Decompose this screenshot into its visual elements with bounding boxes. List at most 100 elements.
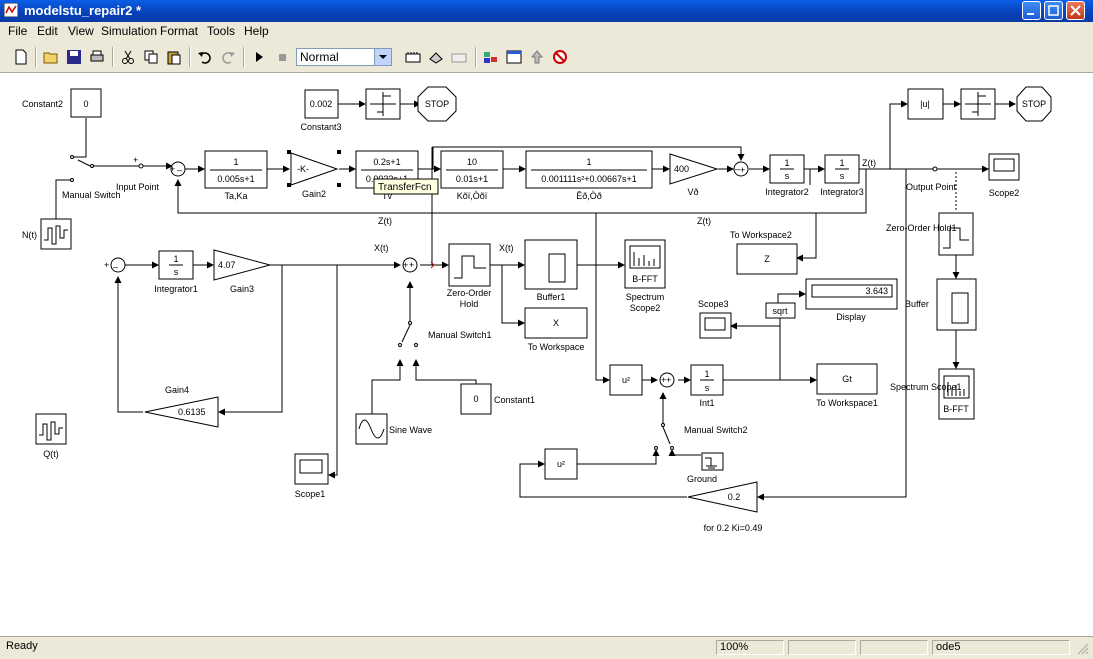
ground-block[interactable]: Ground	[687, 452, 724, 484]
svg-text:u²: u²	[557, 459, 565, 469]
debug-icon[interactable]	[552, 49, 568, 65]
maximize-button[interactable]	[1044, 1, 1063, 20]
buffer-icon	[951, 292, 969, 324]
menu-edit[interactable]: Edit	[37, 24, 58, 38]
stop-simulation-icon[interactable]	[274, 49, 290, 65]
minimize-button[interactable]	[1022, 1, 1041, 20]
ta-ka-transfer-fcn[interactable]: 1 0.005s+1 Ta,Ka	[204, 150, 268, 201]
copy-icon[interactable]	[143, 49, 159, 65]
menu-bar: File Edit View Simulation Format Tools H…	[0, 22, 1093, 41]
display-block[interactable]: 3.643 Display	[805, 278, 898, 322]
status-text: Ready	[6, 640, 38, 652]
library-browser-icon[interactable]	[483, 49, 499, 65]
menu-view[interactable]: View	[68, 24, 94, 38]
sine-wave-block[interactable]: Sine Wave	[355, 413, 432, 445]
sum4-block[interactable]: ++	[402, 257, 435, 273]
redo-icon[interactable]	[220, 49, 236, 65]
relay-icon	[370, 92, 396, 116]
new-file-icon[interactable]	[13, 49, 29, 65]
menu-file[interactable]: File	[8, 24, 28, 38]
svg-text:To Workspace1: To Workspace1	[816, 398, 878, 408]
incremental-build-icon[interactable]	[451, 49, 467, 65]
spectrum-scope2-block[interactable]: B-FFT Spectrum Scope2	[624, 239, 666, 313]
integrator1-block[interactable]: 1 s Integrator1	[154, 250, 198, 294]
buffer-icon	[548, 253, 566, 283]
menu-help[interactable]: Help	[244, 24, 269, 38]
build-icon[interactable]	[405, 49, 421, 65]
paste-icon[interactable]	[166, 49, 182, 65]
vd-gain-block[interactable]: 400 Vð	[669, 153, 719, 197]
status-field-3	[860, 640, 928, 655]
close-button[interactable]	[1066, 1, 1085, 20]
buffer-block[interactable]: Buffer	[905, 278, 977, 331]
gain3-block[interactable]: 4.07 Gain3	[213, 249, 272, 294]
cut-icon[interactable]	[120, 49, 136, 65]
noise-source-block[interactable]: N(t)	[22, 218, 72, 250]
sum3-block[interactable]: +–	[104, 257, 126, 273]
integrator3-block[interactable]: 1 s Integrator3	[820, 154, 864, 197]
start-simulation-icon[interactable]	[251, 49, 267, 65]
svg-text:STOP: STOP	[425, 99, 449, 109]
sum2-block[interactable]: –+	[733, 161, 749, 177]
svg-text:+: +	[409, 260, 414, 270]
sqrt-block[interactable]: sqrt	[765, 302, 796, 319]
ground-icon	[705, 457, 717, 469]
scope1-block[interactable]: Scope1	[294, 453, 329, 499]
integrator2-block[interactable]: 1 s Integrator2	[765, 154, 809, 197]
model-explorer-icon[interactable]	[506, 49, 522, 65]
constant3-block[interactable]: 0.002 Constant3	[300, 89, 342, 132]
block-diagram: Constant2 0 Manual Switch N(t) Input Poi…	[22, 86, 1052, 533]
int1-block[interactable]: 1 s Int1	[690, 364, 724, 408]
zero-order-hold1-block[interactable]: Zero-Order Hold1	[886, 212, 974, 256]
relay2-block[interactable]	[960, 88, 996, 120]
constant2-block[interactable]: Constant2 0	[22, 88, 102, 118]
open-folder-icon[interactable]	[43, 49, 59, 65]
to-workspace2-block[interactable]: Z To Workspace2	[730, 230, 798, 275]
svg-text:u²: u²	[622, 375, 630, 385]
svg-text:Scope2: Scope2	[989, 188, 1020, 198]
to-workspace1-block[interactable]: Gt To Workspace1	[816, 363, 878, 408]
stop1-block[interactable]: STOP	[417, 86, 457, 122]
print-icon[interactable]	[89, 49, 105, 65]
relay1-block[interactable]	[365, 88, 401, 120]
chevron-down-icon[interactable]	[374, 49, 391, 65]
scope3-block[interactable]: Scope3	[698, 299, 732, 339]
ed-transfer-fcn[interactable]: 1 0.001111s²+0.00667s+1 Êð,Òð	[525, 150, 653, 201]
menu-tools[interactable]: Tools	[207, 24, 236, 38]
square-block-2[interactable]: u²	[544, 448, 578, 480]
scope-icon	[993, 158, 1015, 172]
resize-grip-icon[interactable]	[1076, 642, 1090, 656]
manual-switch2-block[interactable]: Manual Switch2	[654, 423, 748, 450]
go-to-parent-icon[interactable]	[529, 49, 545, 65]
square-block-1[interactable]: u²	[609, 364, 643, 396]
menu-format[interactable]: Format	[160, 24, 199, 38]
simulation-mode-select[interactable]: Normal	[296, 48, 392, 66]
q-source-block[interactable]: Q(t)	[35, 413, 67, 459]
abs-block[interactable]: |u|	[907, 88, 944, 120]
manual-switch1-block[interactable]: Manual Switch1	[398, 321, 492, 347]
sum5-block[interactable]: ++	[659, 372, 675, 388]
to-workspace-block[interactable]: X To Workspace	[524, 307, 588, 352]
scope2-block[interactable]: Scope2	[988, 153, 1020, 198]
stop2-block[interactable]: STOP	[1016, 86, 1052, 122]
undo-icon[interactable]	[197, 49, 213, 65]
svg-text:STOP: STOP	[1022, 99, 1046, 109]
zero-order-hold-block[interactable]: Zero-Order Hold	[447, 243, 492, 309]
gain-ki-block[interactable]: 0.2 for 0.2 Ki=0.49	[687, 481, 762, 533]
sum1-block[interactable]: +–	[170, 161, 186, 177]
svg-text:1: 1	[839, 158, 844, 168]
svg-text:TransferFcn: TransferFcn	[378, 182, 432, 193]
model-canvas[interactable]: Constant2 0 Manual Switch N(t) Input Poi…	[0, 73, 1093, 636]
menu-simulation[interactable]: Simulation	[101, 24, 158, 38]
svg-text:Gt: Gt	[842, 374, 852, 384]
save-icon[interactable]	[66, 49, 82, 65]
manual-switch-block[interactable]: Manual Switch	[62, 155, 121, 201]
kt-transfer-fcn[interactable]: 10 0.01s+1 Kõï,Òõï	[440, 150, 504, 201]
gain4-block[interactable]: 0.6135 Gain4	[144, 385, 219, 428]
constant1-block[interactable]: 0 Constant1	[460, 383, 535, 415]
buffer1-block[interactable]: Buffer1	[524, 239, 578, 302]
spectrum-scope1-block[interactable]: B-FFT Spectrum Scope1	[890, 368, 975, 420]
gain2-block[interactable]: -K- Gain2	[287, 150, 341, 199]
update-diagram-icon[interactable]	[428, 49, 444, 65]
svg-text:Sine Wave: Sine Wave	[389, 425, 432, 435]
